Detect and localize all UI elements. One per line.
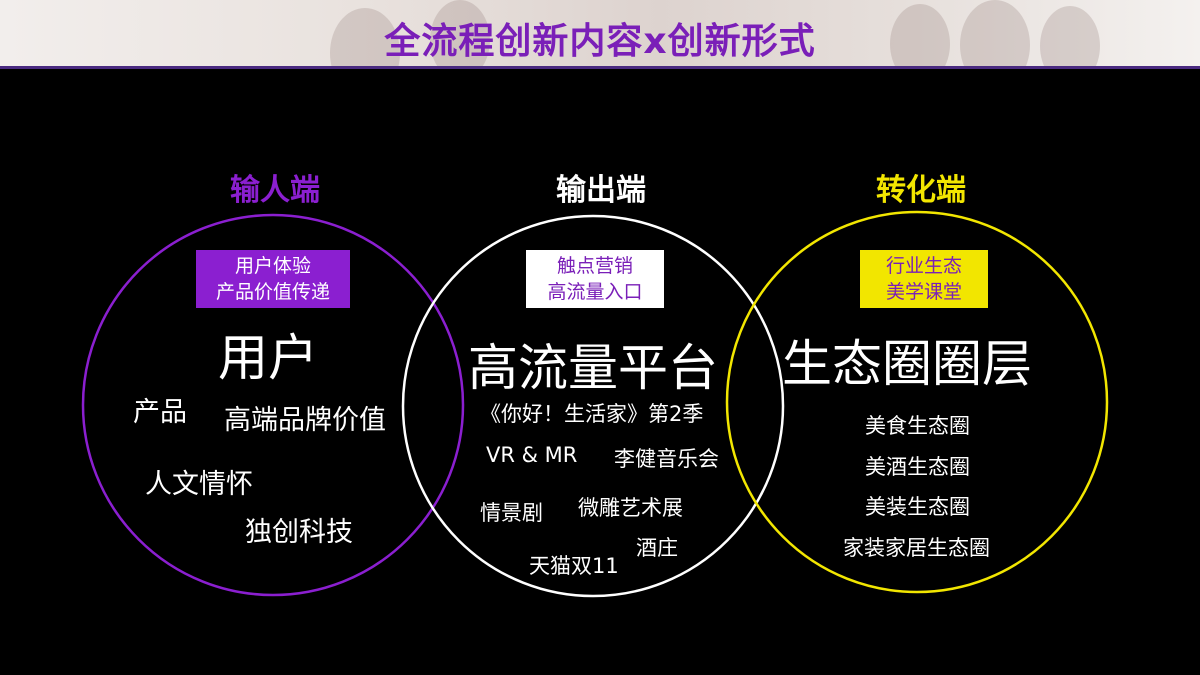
input-circle	[81, 213, 465, 597]
input-label-box: 用户体验 产品价值传递	[196, 250, 350, 308]
output-box-line1: 触点营销	[556, 255, 633, 277]
output-item: 《你好！生活家》第2季	[480, 402, 704, 426]
output-box-line2: 高流量入口	[547, 281, 643, 303]
input-main-label: 用户	[218, 329, 318, 387]
conversion-item: 美酒生态圈	[865, 455, 970, 479]
conversion-box-line1: 行业生态	[885, 255, 962, 277]
conversion-label-box: 行业生态 美学课堂	[860, 250, 988, 308]
slide-title: 全流程创新内容x创新形式	[384, 21, 816, 62]
input-box-line1: 用户体验	[234, 255, 311, 277]
output-main-label: 高流量平台	[468, 339, 718, 397]
input-item: 产品	[133, 397, 187, 428]
slide-header: 全流程创新内容x创新形式	[0, 0, 1200, 69]
output-item: 酒庄	[636, 536, 678, 560]
input-item: 人文情怀	[145, 469, 253, 500]
output-item: 微雕艺术展	[578, 496, 683, 520]
output-item: 情景剧	[480, 501, 543, 525]
output-item: VR & MR	[486, 443, 578, 467]
conversion-circle	[725, 210, 1109, 594]
output-heading: 输出端	[556, 173, 646, 208]
conversion-heading: 转化端	[876, 173, 966, 208]
output-item: 天猫双11	[529, 554, 619, 578]
conversion-main-label: 生态圈圈层	[782, 335, 1032, 393]
input-box-line2: 产品价值传递	[215, 281, 330, 303]
conversion-item: 美食生态圈	[865, 414, 970, 438]
conversion-item: 美装生态圈	[865, 495, 970, 519]
output-label-box: 触点营销 高流量入口	[526, 250, 664, 308]
input-item: 独创科技	[245, 517, 353, 548]
background-figure	[890, 4, 950, 66]
input-item: 高端品牌价值	[224, 405, 386, 436]
output-item: 李健音乐会	[614, 447, 719, 471]
input-heading: 输人端	[230, 173, 320, 208]
conversion-item: 家装家居生态圈	[843, 536, 990, 560]
output-circle	[401, 214, 785, 598]
conversion-box-line2: 美学课堂	[885, 281, 962, 303]
background-figure	[1040, 6, 1100, 66]
background-figure	[960, 0, 1030, 66]
background-figure	[430, 0, 490, 66]
